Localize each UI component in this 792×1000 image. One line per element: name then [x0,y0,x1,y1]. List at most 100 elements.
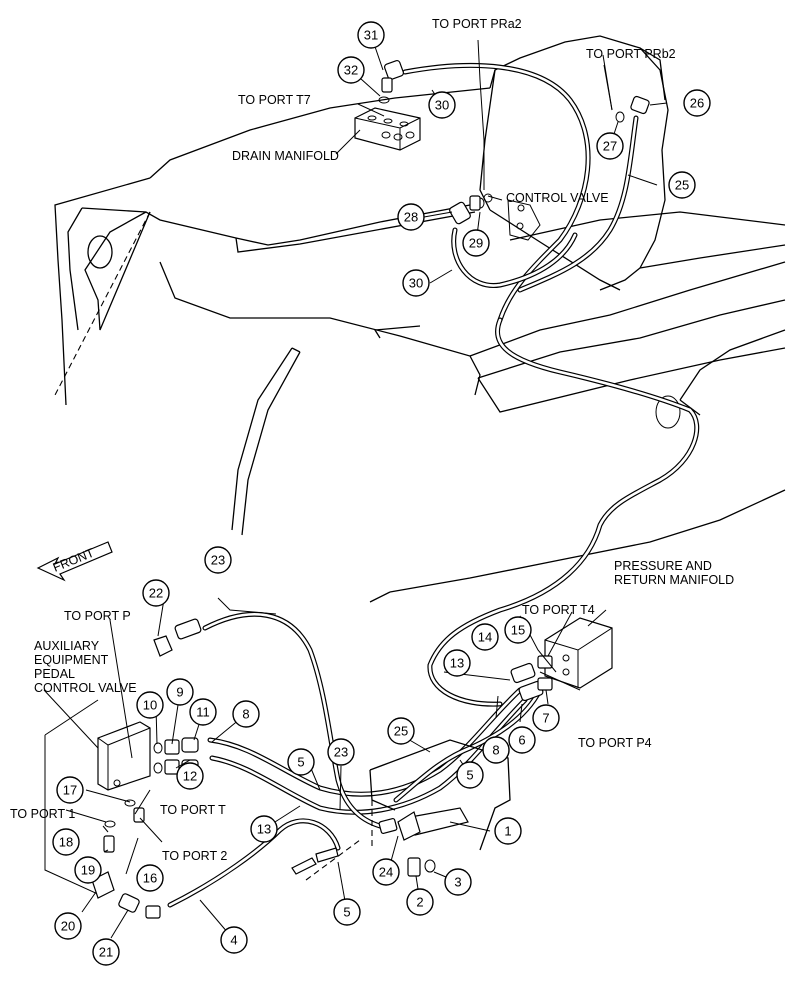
svg-text:10: 10 [143,698,157,713]
svg-text:15: 15 [511,623,525,638]
callout-27: 27 [596,132,624,160]
callout-30-upper: 30 [428,91,456,119]
label-to-port-2: TO PORT 2 [162,849,227,863]
svg-text:4: 4 [230,933,237,948]
callout-15: 15 [504,616,532,644]
svg-text:12: 12 [183,769,197,784]
svg-text:2: 2 [416,895,423,910]
svg-text:5: 5 [343,905,350,920]
svg-text:18: 18 [59,835,73,850]
svg-text:25: 25 [675,178,689,193]
svg-text:29: 29 [469,236,483,251]
svg-text:32: 32 [344,63,358,78]
label-to-port-prb2: TO PORT PRb2 [586,47,676,61]
svg-text:9: 9 [176,685,183,700]
label-pressure-return-2: RETURN MANIFOLD [614,573,734,587]
callout-22: 22 [142,579,170,607]
svg-text:28: 28 [404,210,418,225]
svg-text:30: 30 [409,276,423,291]
callout-13-right: 13 [443,649,471,677]
callout-5-bottom: 5 [333,898,361,926]
callout-28: 28 [397,203,425,231]
svg-text:27: 27 [603,139,617,154]
callout-10: 10 [136,691,164,719]
svg-text:13: 13 [257,822,271,837]
label-to-port-p: TO PORT P [64,609,131,623]
svg-text:23: 23 [334,745,348,760]
callout-26: 26 [683,89,711,117]
callout-25-upper: 25 [668,171,696,199]
drain-manifold [354,107,421,151]
callout-11: 11 [189,698,217,726]
text-labels: TO PORT PRa2 TO PORT PRb2 TO PORT T 7 DRA… [10,17,734,863]
callout-12: 12 [176,762,204,790]
label-to-port-1: TO PORT 1 [10,807,75,821]
label-control-valve: CONTROL VALVE [506,191,609,205]
svg-text:13: 13 [450,656,464,671]
callout-5-right: 5 [456,761,484,789]
callout-20: 20 [54,912,82,940]
callout-7: 7 [532,704,560,732]
callout-5-left: 5 [287,748,315,776]
svg-text:14: 14 [478,630,492,645]
label-to-port-pra2: TO PORT PRa2 [432,17,522,31]
callouts: 31 32 30 26 27 25 28 29 30 23 22 14 15 1… [52,21,711,966]
svg-text:21: 21 [99,945,113,960]
callout-1: 1 [494,817,522,845]
callout-23-upper: 23 [204,546,232,574]
svg-text:31: 31 [364,28,378,43]
svg-text:25: 25 [394,724,408,739]
label-aux-valve-2: EQUIPMENT [34,653,109,667]
svg-text:17: 17 [63,783,77,798]
pedal-bracket [369,739,511,851]
label-to-port-t4: TO PORT T4 [522,603,595,617]
svg-text:19: 19 [81,863,95,878]
label-aux-valve-1: AUXILIARY [34,639,100,653]
svg-text:3: 3 [454,875,461,890]
callout-14: 14 [471,623,499,651]
svg-text:5: 5 [466,768,473,783]
svg-text:11: 11 [196,705,210,720]
callout-23-lower: 23 [327,738,355,766]
callout-6: 6 [508,726,536,754]
callout-8-right: 8 [482,736,510,764]
svg-text:8: 8 [242,707,249,722]
svg-text:30: 30 [435,98,449,113]
label-aux-valve-3: PEDAL [34,667,75,681]
callout-13-left: 13 [250,815,278,843]
callout-18: 18 [52,828,80,856]
label-aux-valve-4: CONTROL VALVE [34,681,137,695]
callout-31: 31 [357,21,385,49]
callout-3: 3 [444,868,472,896]
svg-text:16: 16 [143,871,157,886]
callout-21: 21 [92,938,120,966]
svg-text:5: 5 [297,755,304,770]
callout-8-left: 8 [232,700,260,728]
front-direction-arrow: FRONT [36,541,113,582]
callout-17: 17 [56,776,84,804]
callout-16: 16 [136,864,164,892]
aux-pedal-control-valve [44,699,151,896]
lower-hoses [167,611,543,908]
svg-text:24: 24 [379,865,393,880]
front-label: FRONT [51,546,96,575]
svg-text:1: 1 [504,824,511,839]
callout-29: 29 [462,229,490,257]
upper-hoses [402,39,700,707]
svg-text:20: 20 [61,919,75,934]
svg-text:7: 7 [542,711,549,726]
control-valve-body [479,35,669,291]
svg-text:6: 6 [518,733,525,748]
callout-9: 9 [166,678,194,706]
label-pressure-return-1: PRESSURE AND [614,559,712,573]
callout-25-lower: 25 [387,717,415,745]
callout-30-lower: 30 [402,269,430,297]
svg-text:8: 8 [492,743,499,758]
svg-text:23: 23 [211,553,225,568]
callout-19: 19 [74,856,102,884]
svg-text:26: 26 [690,96,704,111]
label-to-port-t: TO PORT T [160,803,226,817]
label-drain-manifold: DRAIN MANIFOLD [232,149,339,163]
label-to-port-p4: TO PORT P4 [578,736,652,750]
